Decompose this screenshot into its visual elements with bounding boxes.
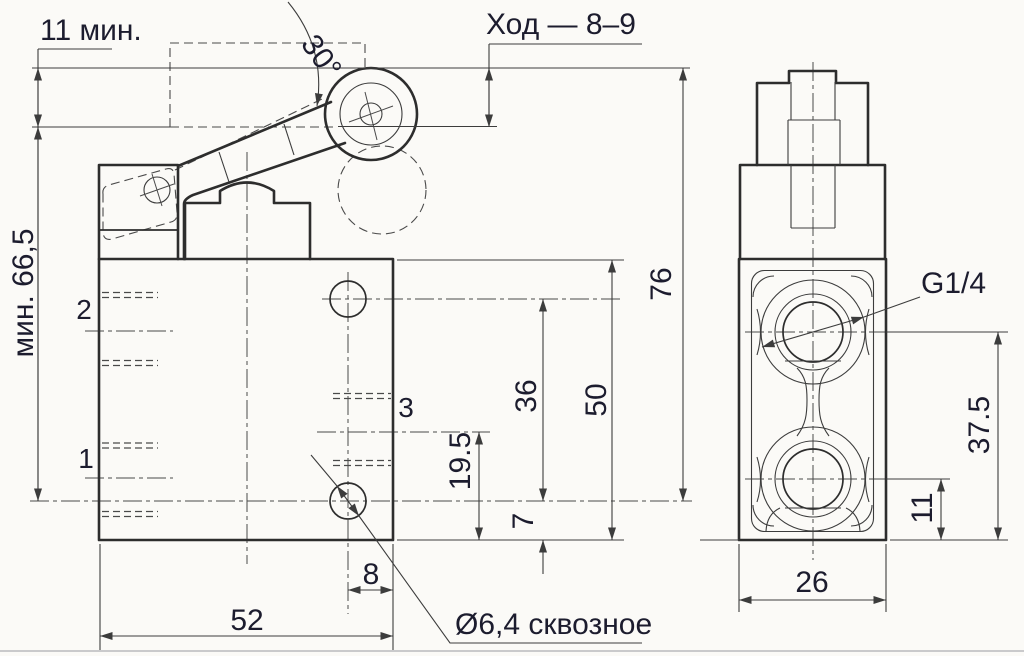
port-3-label: 3 bbox=[398, 392, 414, 423]
dimensions-front bbox=[34, 1, 687, 644]
centerlines-front bbox=[30, 152, 692, 614]
front-view: 11 мин. Ход — 8–9 30° мин. 66,5 2 1 3 36… bbox=[7, 1, 692, 650]
dim-hole-height-label: 7 bbox=[507, 513, 540, 530]
valve-body-front bbox=[97, 163, 395, 542]
dim-body-width-label: 52 bbox=[230, 604, 263, 637]
dim-mount-hole-label: Ø6,4 сквозное bbox=[455, 608, 652, 641]
dim-lever-min-label: 11 мин. bbox=[40, 14, 142, 47]
port-1-boss bbox=[760, 426, 866, 532]
lever-phantom-position bbox=[102, 42, 427, 240]
reference-lines-front bbox=[32, 43, 690, 650]
dim-hole-spacing-label: 36 bbox=[510, 379, 543, 412]
roller-inner bbox=[339, 82, 403, 146]
side-view: G1/4 37.5 11 26 bbox=[700, 62, 1008, 612]
pivot-hole bbox=[143, 176, 171, 204]
dim-hole-offset-label: 8 bbox=[363, 558, 380, 591]
port-1-label: 1 bbox=[78, 443, 94, 474]
dimensions-side bbox=[739, 296, 1002, 604]
dim-total-height-label: 76 bbox=[645, 267, 678, 300]
valve-body-side bbox=[737, 69, 888, 542]
mounting-holes bbox=[329, 280, 367, 520]
dim-stroke-label: Ход — 8–9 bbox=[486, 8, 636, 41]
port-1-bore bbox=[782, 448, 844, 510]
dim-min-height-label: мин. 66,5 bbox=[7, 228, 40, 357]
roller-lever bbox=[139, 66, 419, 261]
dim-angle-label: 30° bbox=[294, 29, 347, 85]
dim-thread-label: G1/4 bbox=[921, 267, 986, 300]
port-2-label: 2 bbox=[76, 294, 92, 325]
port-1-thread bbox=[774, 440, 852, 518]
dim-body-height-label: 50 bbox=[580, 383, 613, 416]
port-face-plate bbox=[750, 269, 875, 533]
roller-hub bbox=[359, 102, 383, 126]
dim-body-depth-label: 26 bbox=[795, 566, 828, 599]
port-2-boss bbox=[760, 279, 866, 385]
dim-port3-height-label: 19.5 bbox=[444, 432, 477, 490]
hidden-port-lines bbox=[102, 291, 391, 518]
dim-port1-height-label: 11 bbox=[906, 492, 939, 523]
reference-lines-side bbox=[700, 331, 1008, 612]
dim-port2-height-label: 37.5 bbox=[963, 396, 996, 454]
